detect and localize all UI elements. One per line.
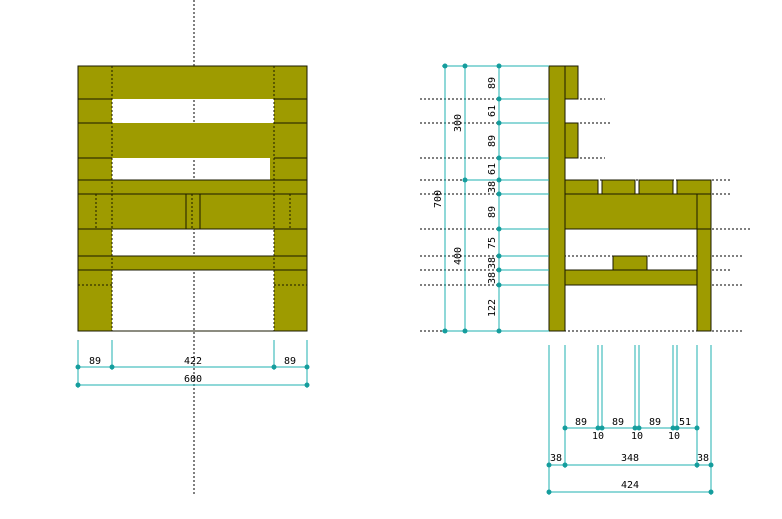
front-dim-total-width: 600 — [184, 374, 202, 385]
side-back-slat-middle — [565, 123, 578, 158]
side-vertical-nodes — [442, 63, 502, 334]
front-back-slat-top — [112, 66, 274, 99]
side-back-slat-top — [565, 66, 578, 99]
side-wood-parts — [549, 66, 711, 331]
side-vertical-labels: 700 300 400 89 61 89 61 38 89 75 38 38 1… — [433, 77, 498, 317]
side-dim-total-height: 700 — [433, 190, 444, 208]
side-dim-seat-board: 38 — [487, 181, 498, 193]
side-dim-gap-2: 10 — [631, 431, 643, 442]
side-dim-gap-1: 10 — [592, 431, 604, 442]
side-vertical-dimensions — [442, 65, 549, 332]
side-front-leg — [697, 194, 711, 331]
side-dim-rail-top: 38 — [487, 257, 498, 269]
side-dim-foot: 122 — [487, 299, 498, 317]
side-view: 700 300 400 89 61 89 61 38 89 75 38 38 1… — [420, 63, 752, 495]
side-detail-lines — [548, 65, 712, 332]
side-lower-block — [613, 256, 647, 270]
front-leg-left — [78, 66, 112, 331]
side-dim-slat-1: 89 — [575, 417, 587, 428]
side-dim-back-slat-2: 89 — [487, 135, 498, 147]
front-dim-leg-right: 89 — [284, 356, 296, 367]
front-fill-notch — [270, 158, 274, 180]
side-dim-gap-3: 10 — [668, 431, 680, 442]
side-dim-slat-4: 51 — [679, 417, 691, 428]
front-lower-rail — [112, 256, 274, 270]
side-dim-total-depth: 424 — [621, 480, 639, 491]
front-dimension-nodes — [75, 364, 310, 388]
side-dim-post-right: 38 — [697, 453, 709, 464]
side-dim-gap-1: 61 — [487, 105, 498, 117]
front-seat-board — [112, 180, 274, 194]
side-seat-slat-2 — [602, 180, 635, 194]
side-seat-slat-4 — [677, 180, 711, 194]
side-dim-slat-3: 89 — [649, 417, 661, 428]
front-detail-lines — [77, 65, 308, 332]
side-back-post — [549, 66, 565, 331]
side-horizontal-nodes — [546, 425, 714, 495]
side-dim-post-left: 38 — [550, 453, 562, 464]
side-dim-gap-2: 61 — [487, 163, 498, 175]
side-dim-apron: 89 — [487, 206, 498, 218]
side-dim-gap-3: 75 — [487, 237, 498, 249]
front-dim-leg-left: 89 — [89, 356, 101, 367]
side-seat-slat-1 — [565, 180, 598, 194]
side-horizontal-labels: 89 89 89 51 10 10 10 38 348 38 424 — [550, 417, 709, 491]
front-apron — [112, 194, 274, 229]
front-dimensions — [77, 340, 308, 388]
side-dim-upper: 300 — [453, 114, 464, 132]
side-apron — [565, 194, 697, 229]
side-dim-slat-2: 89 — [612, 417, 624, 428]
side-horizontal-dimensions — [548, 345, 712, 495]
front-dim-inner-width: 422 — [184, 356, 202, 367]
side-dim-back-slat-1: 89 — [487, 77, 498, 89]
front-view: 89 422 89 600 — [75, 0, 310, 496]
side-dim-rail-bottom: 38 — [487, 272, 498, 284]
side-lower-rail — [565, 270, 697, 285]
side-dim-lower: 400 — [453, 247, 464, 265]
side-seat-slat-3 — [639, 180, 673, 194]
front-back-slat-middle — [112, 123, 274, 158]
side-dim-inner-depth: 348 — [621, 453, 639, 464]
